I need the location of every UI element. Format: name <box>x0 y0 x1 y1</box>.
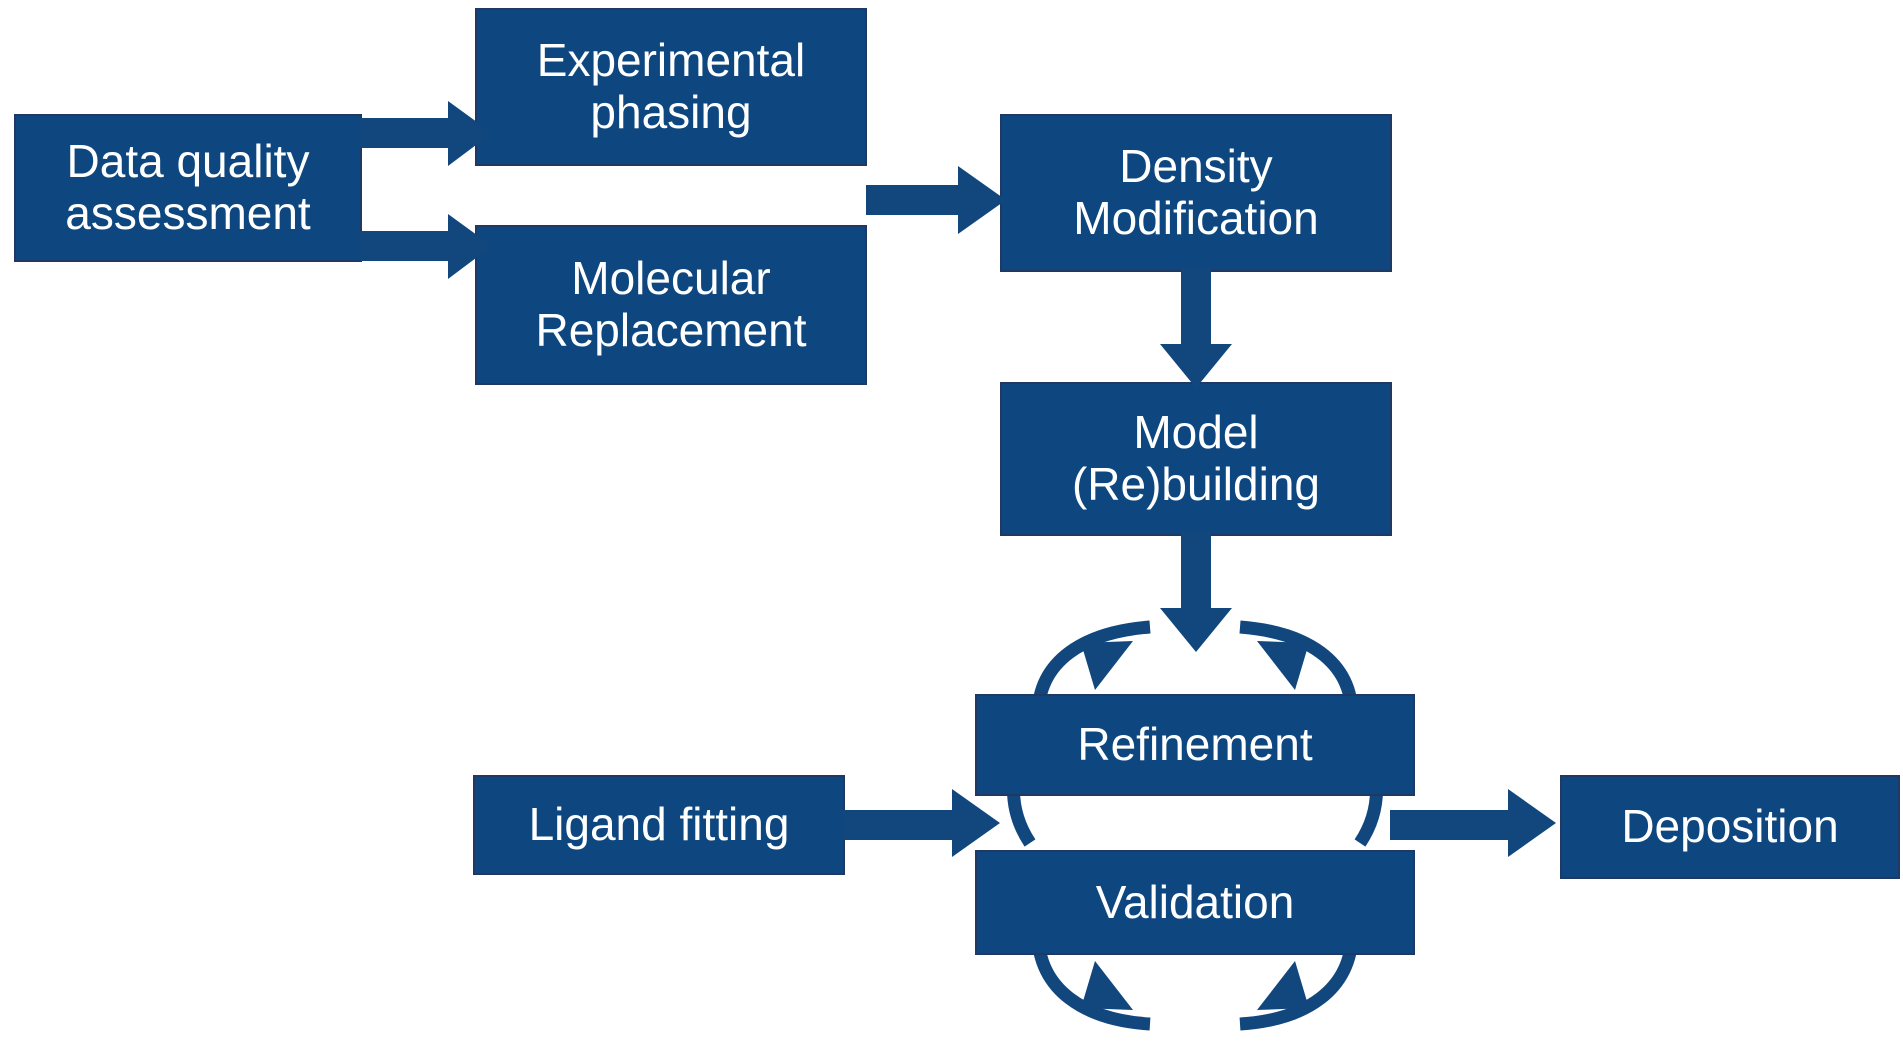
node-deposition[interactable]: Deposition <box>1560 775 1900 879</box>
node-model-rebuilding[interactable]: Model (Re)building <box>1000 382 1392 536</box>
arrow-data-quality-to-experimental-phasing <box>360 101 492 166</box>
node-density-modification[interactable]: Density Modification <box>1000 114 1392 272</box>
cycle-arrowhead-bottom-right <box>1257 961 1309 1010</box>
node-data-quality-assessment[interactable]: Data quality assessment <box>14 114 362 262</box>
arrow-ligand-fitting-to-refinement <box>843 789 1000 857</box>
arrow-model-rebuilding-to-refinement <box>1160 532 1232 652</box>
node-refinement[interactable]: Refinement <box>975 694 1415 796</box>
arrow-data-quality-to-molecular-replacement <box>360 214 492 279</box>
cycle-arrowhead-bottom-left <box>1081 961 1133 1010</box>
node-experimental-phasing[interactable]: Experimental phasing <box>475 8 867 166</box>
arrow-density-modification-to-model-rebuilding <box>1160 268 1232 388</box>
cycle-arrowhead-top-right <box>1257 641 1309 690</box>
node-molecular-replacement[interactable]: Molecular Replacement <box>475 225 867 385</box>
arrow-phasing-to-density-modification <box>866 166 1006 234</box>
node-ligand-fitting[interactable]: Ligand fitting <box>473 775 845 875</box>
cycle-arrowhead-top-left <box>1081 641 1133 690</box>
arrow-validation-to-deposition <box>1390 789 1556 857</box>
node-validation[interactable]: Validation <box>975 850 1415 955</box>
